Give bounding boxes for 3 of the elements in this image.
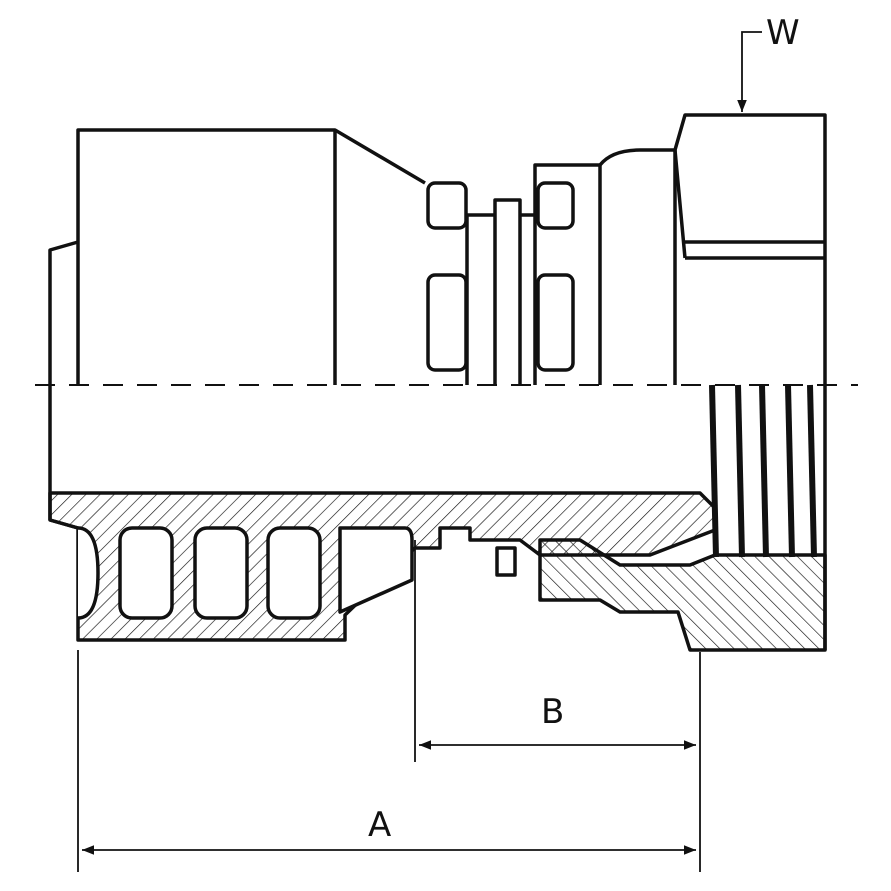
dimension-label: A bbox=[368, 808, 392, 842]
dimension-label: W bbox=[766, 16, 800, 50]
dimension-label: B bbox=[541, 695, 564, 729]
